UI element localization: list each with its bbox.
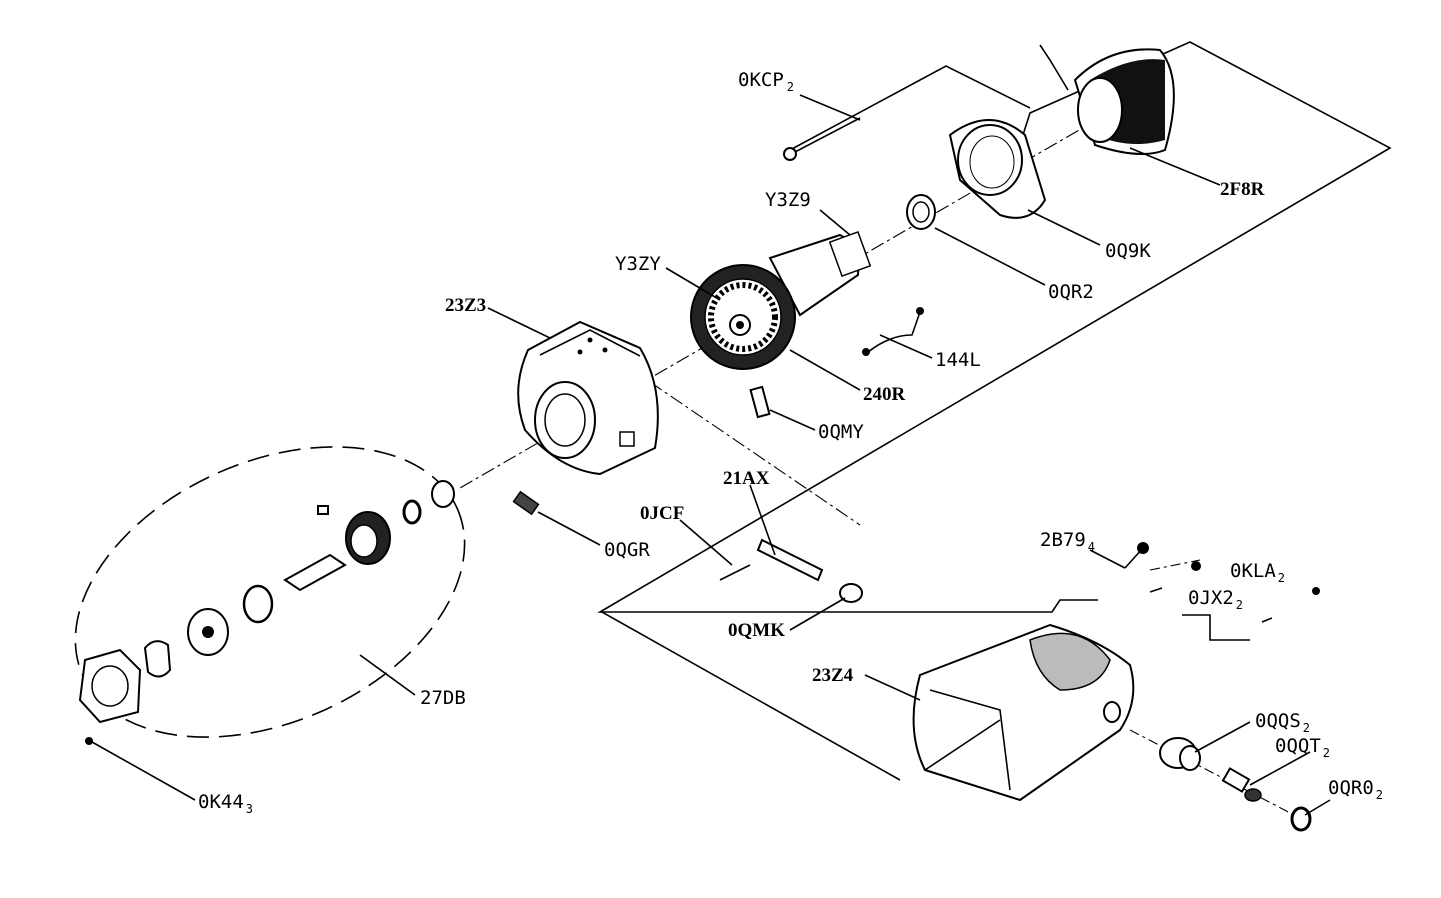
label-0qmk: 0QMK [728, 620, 785, 641]
label-0q9k: 0Q9K [1105, 240, 1151, 262]
label-y3zy: Y3ZY [615, 253, 661, 275]
field-coil-part [1039, 44, 1175, 155]
fan-baffle-part [948, 119, 1047, 219]
label-0qmy: 0QMY [818, 421, 864, 443]
assembly-outline [597, 41, 1392, 781]
gear-housing-part [912, 623, 1135, 802]
leader-lines [91, 94, 1331, 816]
brush-part [749, 385, 771, 419]
label-0qgr: 0QGR [604, 539, 650, 561]
label-23z3: 23Z3 [445, 295, 486, 316]
label-2f8r: 2F8R [1220, 179, 1265, 200]
label-0qr2: 0QR2 [1048, 281, 1094, 303]
long-screw-part [783, 117, 861, 161]
label-144l: 144L [935, 349, 981, 371]
spring-part [512, 490, 540, 516]
subassembly-ellipse [74, 446, 466, 738]
gear-subassembly-part [78, 480, 455, 745]
screws-part [1124, 542, 1320, 623]
label-240r: 240R [863, 384, 906, 405]
armature-part [690, 230, 872, 370]
wire-part [862, 307, 924, 356]
plugs-part [1159, 737, 1312, 832]
pin-part [719, 538, 863, 603]
label-0jcf: 0JCF [640, 503, 684, 524]
label-27db: 27DB [420, 687, 466, 709]
label-21ax: 21AX [723, 468, 770, 489]
motor-housing-part [517, 320, 659, 476]
label-23z4: 23Z4 [812, 665, 854, 686]
label-y3z9: Y3Z9 [765, 189, 811, 211]
